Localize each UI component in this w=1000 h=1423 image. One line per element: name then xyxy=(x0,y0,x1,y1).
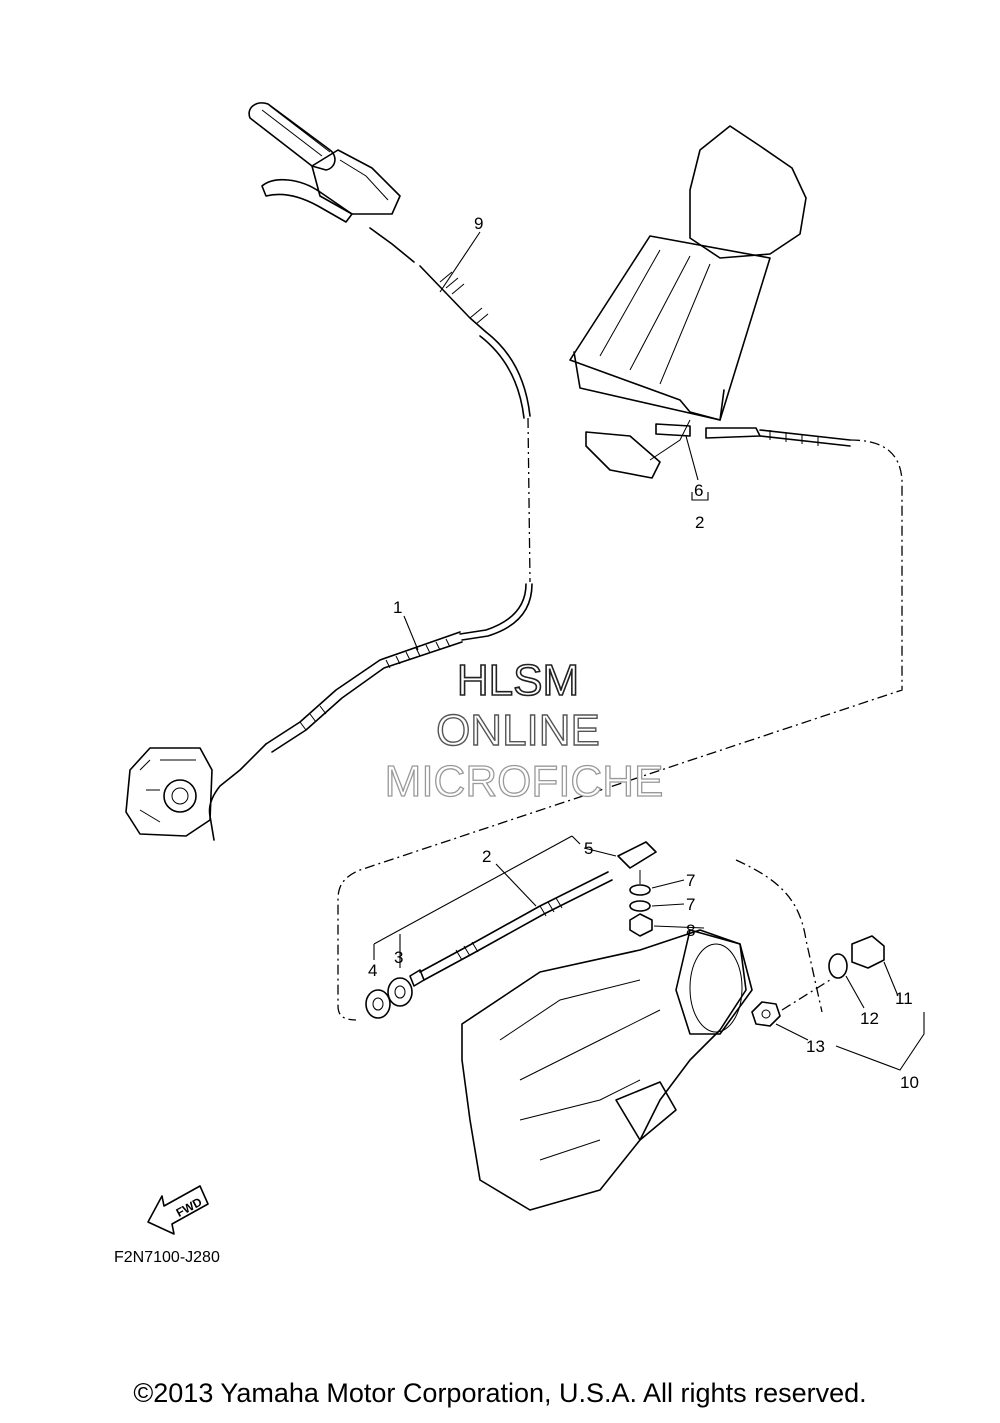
callout-11: 11 xyxy=(895,989,913,1008)
part-4-grommet xyxy=(365,989,391,1019)
plug-axis-line xyxy=(781,979,831,1011)
part-2-shift-cable xyxy=(409,871,613,987)
throttle-body-assembly xyxy=(125,747,213,837)
callout-3: 3 xyxy=(394,948,403,967)
cable-routing-line-lower xyxy=(337,439,903,1021)
forward-direction-arrow: FWD xyxy=(147,1185,209,1235)
part-7-washer-a xyxy=(629,884,651,896)
part-13-nut xyxy=(751,1001,781,1027)
part-12-gasket xyxy=(828,953,848,979)
callout-1: 1 xyxy=(393,598,402,617)
watermark-line-3: MICROFICHE xyxy=(385,757,664,806)
callout-10: 10 xyxy=(900,1073,919,1092)
part-8-nut xyxy=(629,913,653,937)
callout-2-upper: 2 xyxy=(695,513,704,532)
watermark: HLSM ONLINE MICROFICHE xyxy=(384,655,664,806)
diagram-code: F2N7100-J280 xyxy=(114,1249,220,1266)
part-9-throttle-cable-upper xyxy=(369,227,531,419)
callout-7-second: 7 xyxy=(686,895,695,914)
callout-labels: 1 2 2 3 4 5 6 7 7 8 9 10 11 12 13 xyxy=(368,214,919,1092)
callout-8: 8 xyxy=(686,921,695,940)
part-7-washer-b xyxy=(629,900,651,912)
callout-7-first: 7 xyxy=(686,871,695,890)
callout-6: 6 xyxy=(694,481,703,500)
part-5-cable-joint xyxy=(617,841,657,884)
jet-nozzle-assembly xyxy=(569,125,807,479)
handlebar-throttle-lever xyxy=(248,102,401,223)
part-3-washer xyxy=(387,977,413,1007)
part-11-plug xyxy=(851,935,885,969)
callout-2-lower: 2 xyxy=(482,847,491,866)
callout-9: 9 xyxy=(474,214,483,233)
part-6-cable-joint xyxy=(655,423,851,447)
leader-lines xyxy=(373,231,925,1071)
jet-pump-housing xyxy=(461,929,753,1211)
watermark-line-2: ONLINE xyxy=(436,706,600,755)
callout-13: 13 xyxy=(806,1037,825,1056)
callout-5: 5 xyxy=(584,839,593,858)
copyright-notice: ©2013 Yamaha Motor Corporation, U.S.A. A… xyxy=(133,1378,867,1408)
pump-routing-line xyxy=(735,859,823,1013)
watermark-line-1: HLSM xyxy=(457,656,579,705)
cable-routing-line-upper xyxy=(527,417,531,583)
callout-12: 12 xyxy=(860,1009,879,1028)
callout-4: 4 xyxy=(368,961,377,980)
